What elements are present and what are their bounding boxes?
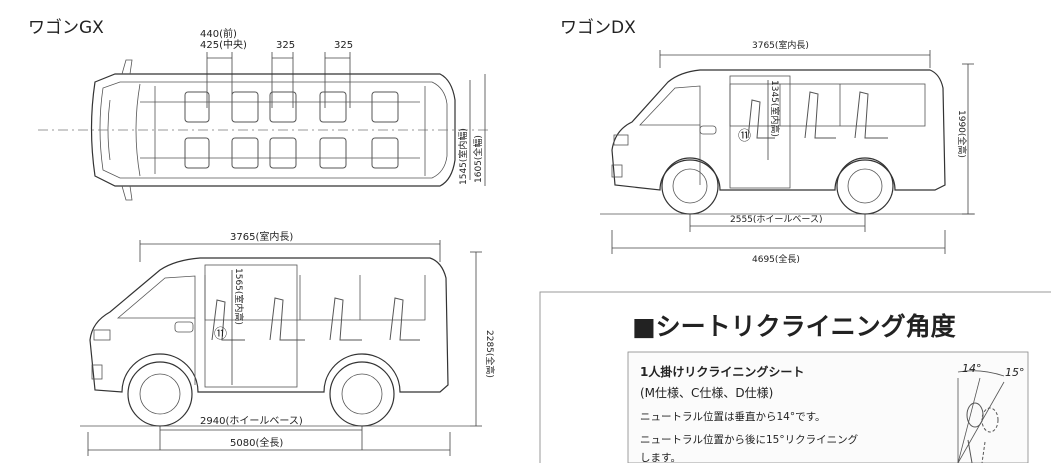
- gx-seat-pitch-2: 325: [276, 40, 295, 51]
- recline-angle-2: 15°: [1005, 366, 1025, 379]
- recline-spec: (M仕様、C仕様、D仕様): [640, 386, 773, 400]
- gx-overall-length: 5080(全長): [230, 436, 283, 449]
- gx-side-view: 3765(室内長) 1565(室内高) ⑪: [80, 230, 496, 456]
- recline-line-2: ニュートラル位置から後に15°リクライニング: [640, 433, 859, 446]
- recline-angle-diagram: 14° 15°: [957, 362, 1025, 463]
- recline-angle-1: 14°: [962, 362, 982, 375]
- dx-overall-length: 4695(全長): [752, 253, 800, 265]
- gx-seat-pitch-3: 325: [334, 40, 353, 51]
- gx-interior-height: 1565(室内高): [233, 268, 245, 325]
- gx-top-view: 440(前) 425(中央) 325 325: [38, 27, 488, 201]
- dx-interior-height: 1345(室内高): [769, 80, 781, 137]
- dx-interior-length: 3765(室内長): [752, 39, 809, 51]
- recline-line-3: します。: [640, 452, 681, 463]
- recline-line-1: ニュートラル位置は垂直から14°です。: [640, 410, 826, 423]
- dx-wheelbase: 2555(ホイールベース): [730, 214, 822, 225]
- gx-overall-height: 2285(全高): [484, 330, 496, 378]
- dx-side-view: 3765(室内長) 1345(室内高) ⑪ 1990(全高): [600, 39, 975, 265]
- gx-interior-length: 3765(室内長): [230, 230, 293, 243]
- recline-panel: ■シートリクライニング角度 1人掛けリクライニングシート (M仕様、C仕様、D仕…: [539, 291, 1051, 463]
- dx-point-marker: ⑪: [738, 129, 751, 144]
- gx-wheelbase: 2940(ホイールベース): [200, 415, 303, 427]
- recline-heading: ■シートリクライニング角度: [632, 312, 956, 341]
- dx-title: ワゴンDX: [560, 17, 636, 38]
- dx-overall-height: 1990(全高): [956, 110, 968, 158]
- gx-width-overall: 1605(全幅): [472, 135, 484, 183]
- gx-point-marker: ⑪: [214, 327, 227, 342]
- gx-title: ワゴンGX: [28, 17, 104, 38]
- gx-seat-pitch-center: 425(中央): [200, 38, 247, 51]
- gx-width-inner: 1545(室内幅): [457, 128, 469, 185]
- gx-seat-pitch-front: 440(前): [200, 27, 237, 40]
- recline-subheading: 1人掛けリクライニングシート: [640, 364, 804, 379]
